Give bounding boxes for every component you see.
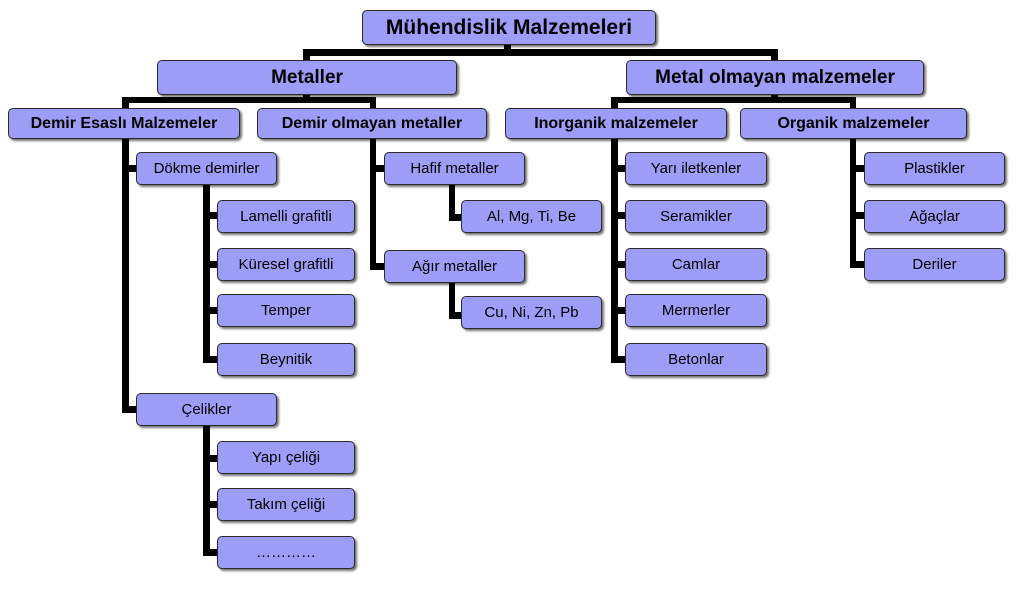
connector bbox=[303, 49, 310, 61]
connector bbox=[611, 97, 618, 109]
node-lamelli-grafitli: Lamelli grafitli bbox=[217, 200, 355, 233]
node-inorganic: Inorganik malzemeler bbox=[505, 108, 727, 139]
connector bbox=[449, 312, 463, 319]
connector bbox=[370, 138, 376, 270]
connector bbox=[850, 138, 856, 268]
connector bbox=[203, 184, 210, 363]
connector bbox=[203, 212, 219, 219]
node-yapi-celigi: Yapı çeliği bbox=[217, 441, 355, 474]
connector bbox=[449, 281, 455, 319]
node-takim-celigi: Takım çeliği bbox=[217, 488, 355, 521]
connector bbox=[122, 97, 129, 109]
connector bbox=[611, 138, 618, 363]
connector bbox=[122, 138, 129, 413]
node-yari-iletkenler: Yarı iletkenler bbox=[625, 152, 767, 185]
node-nonferrous: Demir olmayan metaller bbox=[257, 108, 487, 139]
connector bbox=[203, 549, 219, 556]
connector bbox=[611, 356, 627, 363]
connector bbox=[203, 261, 219, 268]
node-ferrous: Demir Esaslı Malzemeler bbox=[8, 108, 240, 139]
connector bbox=[611, 165, 627, 172]
connector bbox=[122, 406, 138, 413]
node-deriler: Deriler bbox=[864, 248, 1005, 281]
node-mermerler: Mermerler bbox=[625, 294, 767, 327]
node-kuresel-grafitli: Küresel grafitli bbox=[217, 248, 355, 281]
node-beynitik: Beynitik bbox=[217, 343, 355, 376]
node-seramikler: Seramikler bbox=[625, 200, 767, 233]
node-steels: Çelikler bbox=[136, 393, 277, 426]
connector bbox=[370, 165, 386, 172]
node-camlar: Camlar bbox=[625, 248, 767, 281]
connector bbox=[203, 426, 210, 556]
connector bbox=[611, 212, 627, 219]
connector bbox=[203, 501, 219, 508]
node-betonlar: Betonlar bbox=[625, 343, 767, 376]
connector bbox=[611, 307, 627, 314]
connector bbox=[771, 49, 778, 61]
node-heavy-metals-list: Cu, Ni, Zn, Pb bbox=[461, 296, 602, 329]
node-organic: Organik malzemeler bbox=[740, 108, 967, 139]
node-light-metals-list: Al, Mg, Ti, Be bbox=[461, 200, 602, 233]
node-plastikler: Plastikler bbox=[864, 152, 1005, 185]
connector bbox=[850, 97, 856, 109]
connector bbox=[449, 183, 455, 221]
connector bbox=[203, 307, 219, 314]
connector bbox=[203, 356, 219, 363]
node-nonmetals: Metal olmayan malzemeler bbox=[626, 60, 924, 95]
node-light-metals: Hafif metaller bbox=[384, 152, 525, 185]
connector bbox=[203, 455, 219, 462]
node-metals: Metaller bbox=[157, 60, 457, 95]
node-cast-irons: Dökme demirler bbox=[136, 152, 277, 185]
node-temper: Temper bbox=[217, 294, 355, 327]
connector bbox=[611, 261, 627, 268]
node-heavy-metals: Ağır metaller bbox=[384, 250, 525, 283]
connector bbox=[850, 165, 866, 172]
connector bbox=[449, 214, 463, 221]
connector bbox=[122, 165, 138, 172]
connector bbox=[370, 263, 386, 270]
connector bbox=[611, 97, 856, 103]
connector bbox=[850, 261, 866, 268]
connector bbox=[303, 49, 778, 56]
node-root: Mühendislik Malzemeleri bbox=[362, 10, 656, 45]
connector bbox=[122, 97, 376, 103]
node-steels-more: ………… bbox=[217, 536, 355, 569]
connector bbox=[850, 212, 866, 219]
connector bbox=[370, 97, 376, 109]
node-agaclar: Ağaçlar bbox=[864, 200, 1005, 233]
